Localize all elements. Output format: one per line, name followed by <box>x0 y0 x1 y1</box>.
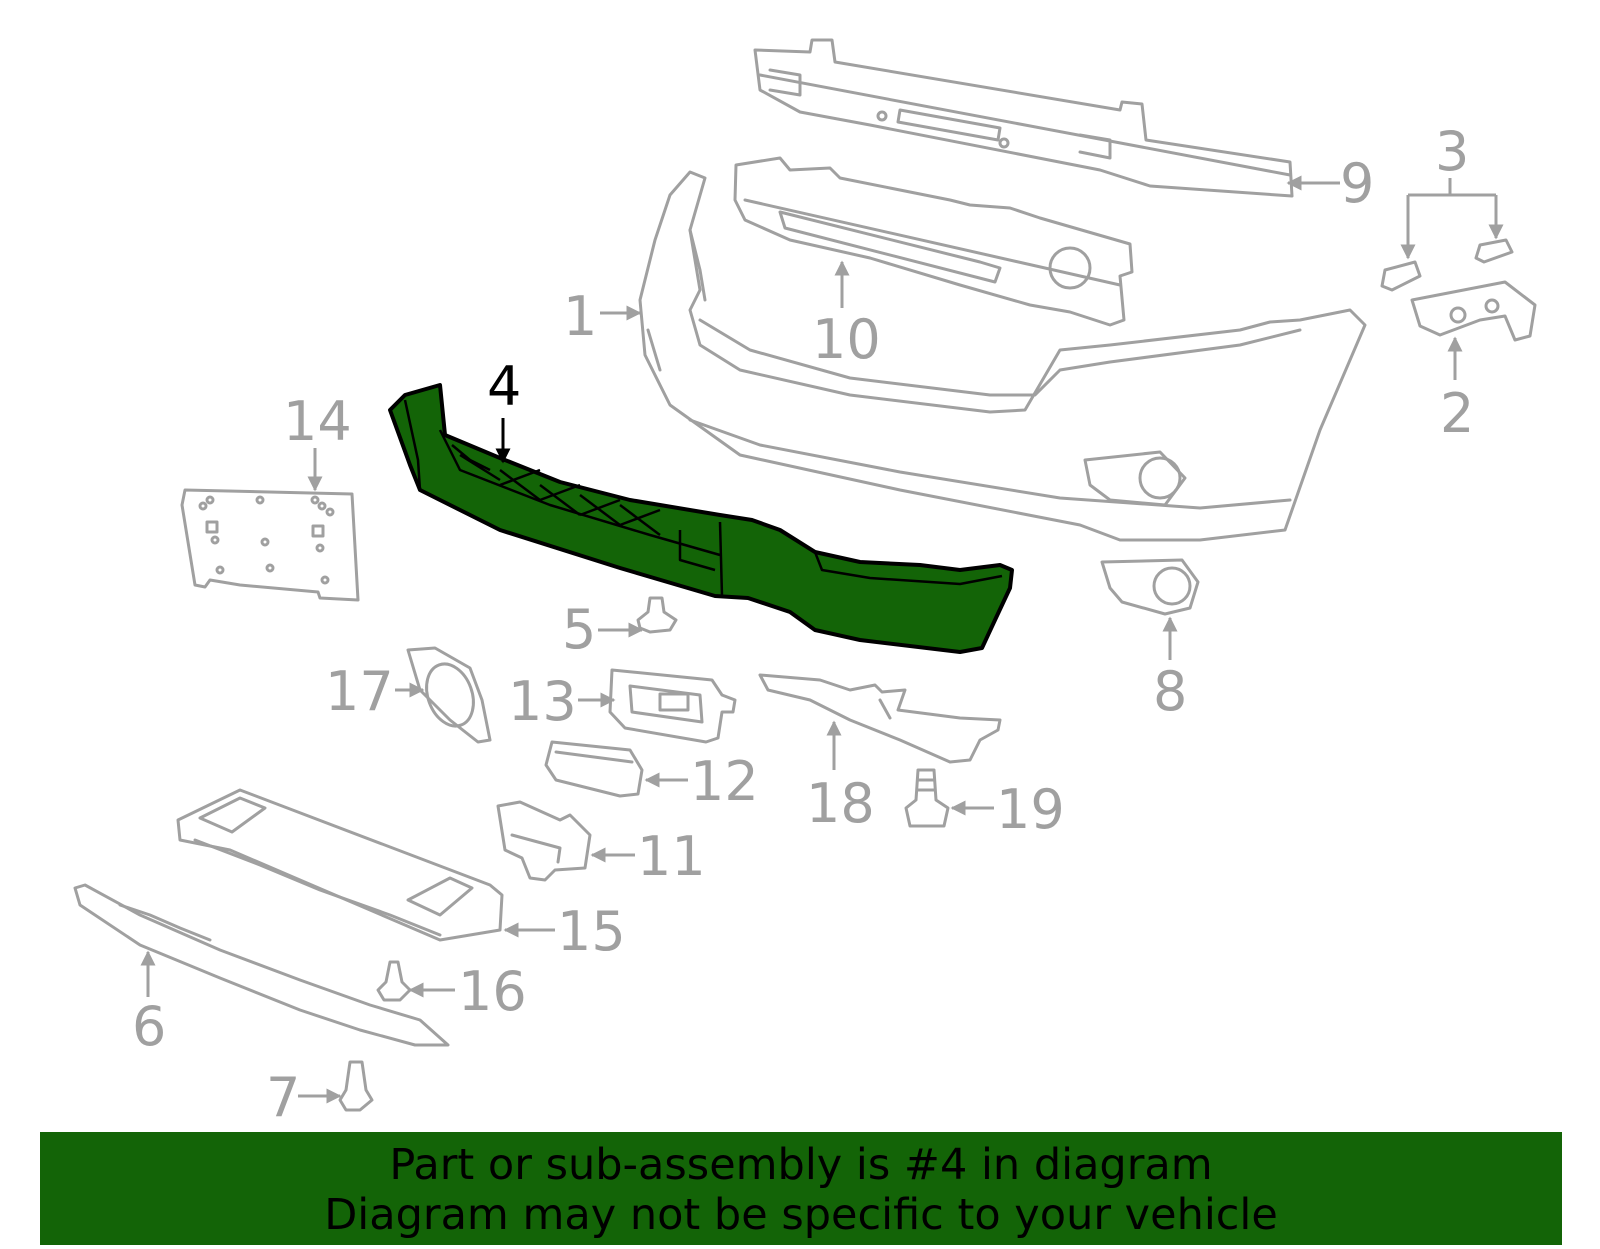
part-9-reinforcement <box>753 38 1294 198</box>
part-17-bezel <box>406 646 492 744</box>
parts-diagram: 9 10 1 3 2 4 14 8 5 17 13 12 18 19 11 15… <box>73 38 1537 1129</box>
leader-lines <box>140 175 1504 1104</box>
callout-13: 13 <box>508 670 577 733</box>
callout-19: 19 <box>996 778 1065 841</box>
part-19-bolt <box>904 768 950 828</box>
callout-1: 1 <box>563 285 597 348</box>
part-6-trim-strip <box>73 883 450 1047</box>
callout-18: 18 <box>806 772 875 835</box>
callout-10: 10 <box>812 308 881 371</box>
callout-17: 17 <box>325 660 394 723</box>
part-5-clip <box>636 596 678 634</box>
part-2-bracket <box>1410 280 1537 342</box>
callout-6: 6 <box>132 995 166 1058</box>
part-7-pin <box>338 1060 374 1112</box>
callout-8: 8 <box>1153 660 1187 723</box>
info-banner: Part or sub-assembly is #4 in diagram Di… <box>40 1132 1562 1245</box>
callout-2: 2 <box>1440 382 1474 445</box>
part-12-trim <box>544 740 644 798</box>
callout-11: 11 <box>637 825 706 888</box>
part-3-caps <box>1380 238 1514 292</box>
part-4-lower-valance <box>388 383 1014 654</box>
callout-4: 4 <box>487 355 521 418</box>
callout-12: 12 <box>690 750 759 813</box>
callout-9: 9 <box>1340 152 1374 215</box>
part-14-license-bracket <box>180 488 360 602</box>
callout-3: 3 <box>1435 120 1469 183</box>
part-16-pin <box>376 960 412 1002</box>
part-11-bracket <box>496 800 592 882</box>
callout-5: 5 <box>562 598 596 661</box>
part-13-insert <box>608 668 737 744</box>
part-8-fog-bezel <box>1100 558 1200 616</box>
callout-14: 14 <box>283 390 352 453</box>
callout-16: 16 <box>458 960 527 1023</box>
callout-7: 7 <box>266 1066 300 1129</box>
part-10-absorber <box>733 156 1134 327</box>
part-15-skid-plate <box>176 788 504 942</box>
banner-line-1: Part or sub-assembly is #4 in diagram <box>389 1140 1213 1190</box>
banner-line-2: Diagram may not be specific to your vehi… <box>324 1190 1278 1240</box>
callouts: 9 10 1 3 2 4 14 8 5 17 13 12 18 19 11 15… <box>132 120 1474 1129</box>
callout-15: 15 <box>557 900 626 963</box>
part-18-support <box>758 673 1002 764</box>
part-1-bumper-cover <box>638 170 1367 542</box>
